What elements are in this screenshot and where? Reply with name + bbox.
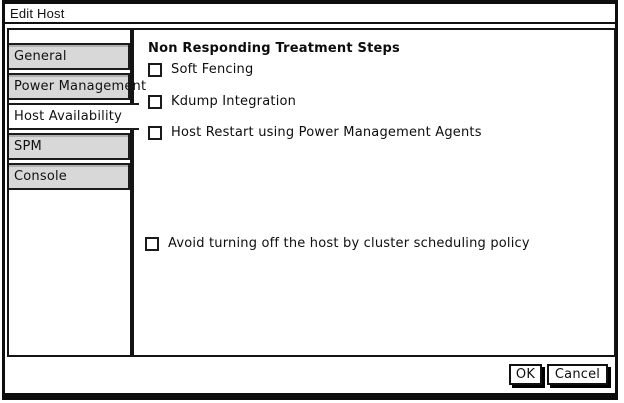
titlebar: Edit Host [5, 4, 615, 24]
host-availability-panel: Non Responding Treatment Steps Soft Fenc… [132, 28, 616, 357]
kdump-integration-checkbox[interactable] [148, 94, 162, 109]
host-restart-checkbox[interactable] [148, 125, 162, 140]
sidebar-item-general[interactable]: General [9, 43, 130, 70]
host-restart-row: Host Restart using Power Management Agen… [148, 125, 482, 140]
soft-fencing-label: Soft Fencing [171, 62, 254, 77]
sidebar-item-host-availability[interactable]: Host Availability [9, 103, 139, 130]
soft-fencing-checkbox[interactable] [148, 62, 162, 77]
ok-button[interactable]: OK [509, 364, 542, 385]
tab-label: SPM [14, 139, 42, 154]
avoid-turn-off-row: Avoid turning off the host by cluster sc… [145, 236, 530, 251]
sidebar-item-spm[interactable]: SPM [9, 133, 130, 160]
sidebar-item-console[interactable]: Console [9, 163, 130, 190]
tab-label: Console [14, 169, 68, 184]
tab-label: Power Management [14, 79, 147, 94]
tab-label: General [14, 49, 67, 64]
avoid-turn-off-checkbox[interactable] [145, 236, 159, 251]
kdump-integration-row: Kdump Integration [148, 94, 296, 109]
host-restart-label: Host Restart using Power Management Agen… [171, 125, 482, 140]
kdump-integration-label: Kdump Integration [171, 94, 297, 109]
window-frame: Edit Host General Power Management Host … [2, 0, 618, 400]
footer-bar: OK Cancel [5, 357, 615, 393]
sidebar-item-power-management[interactable]: Power Management [9, 73, 146, 100]
section-heading: Non Responding Treatment Steps [148, 41, 400, 56]
avoid-turn-off-label: Avoid turning off the host by cluster sc… [168, 236, 530, 251]
tab-label: Host Availability [14, 109, 122, 124]
window-title: Edit Host [10, 5, 65, 21]
soft-fencing-row: Soft Fencing [148, 62, 253, 77]
sidebar-tabs: General Power Management Host Availabili… [7, 28, 146, 357]
cancel-button[interactable]: Cancel [547, 364, 608, 385]
